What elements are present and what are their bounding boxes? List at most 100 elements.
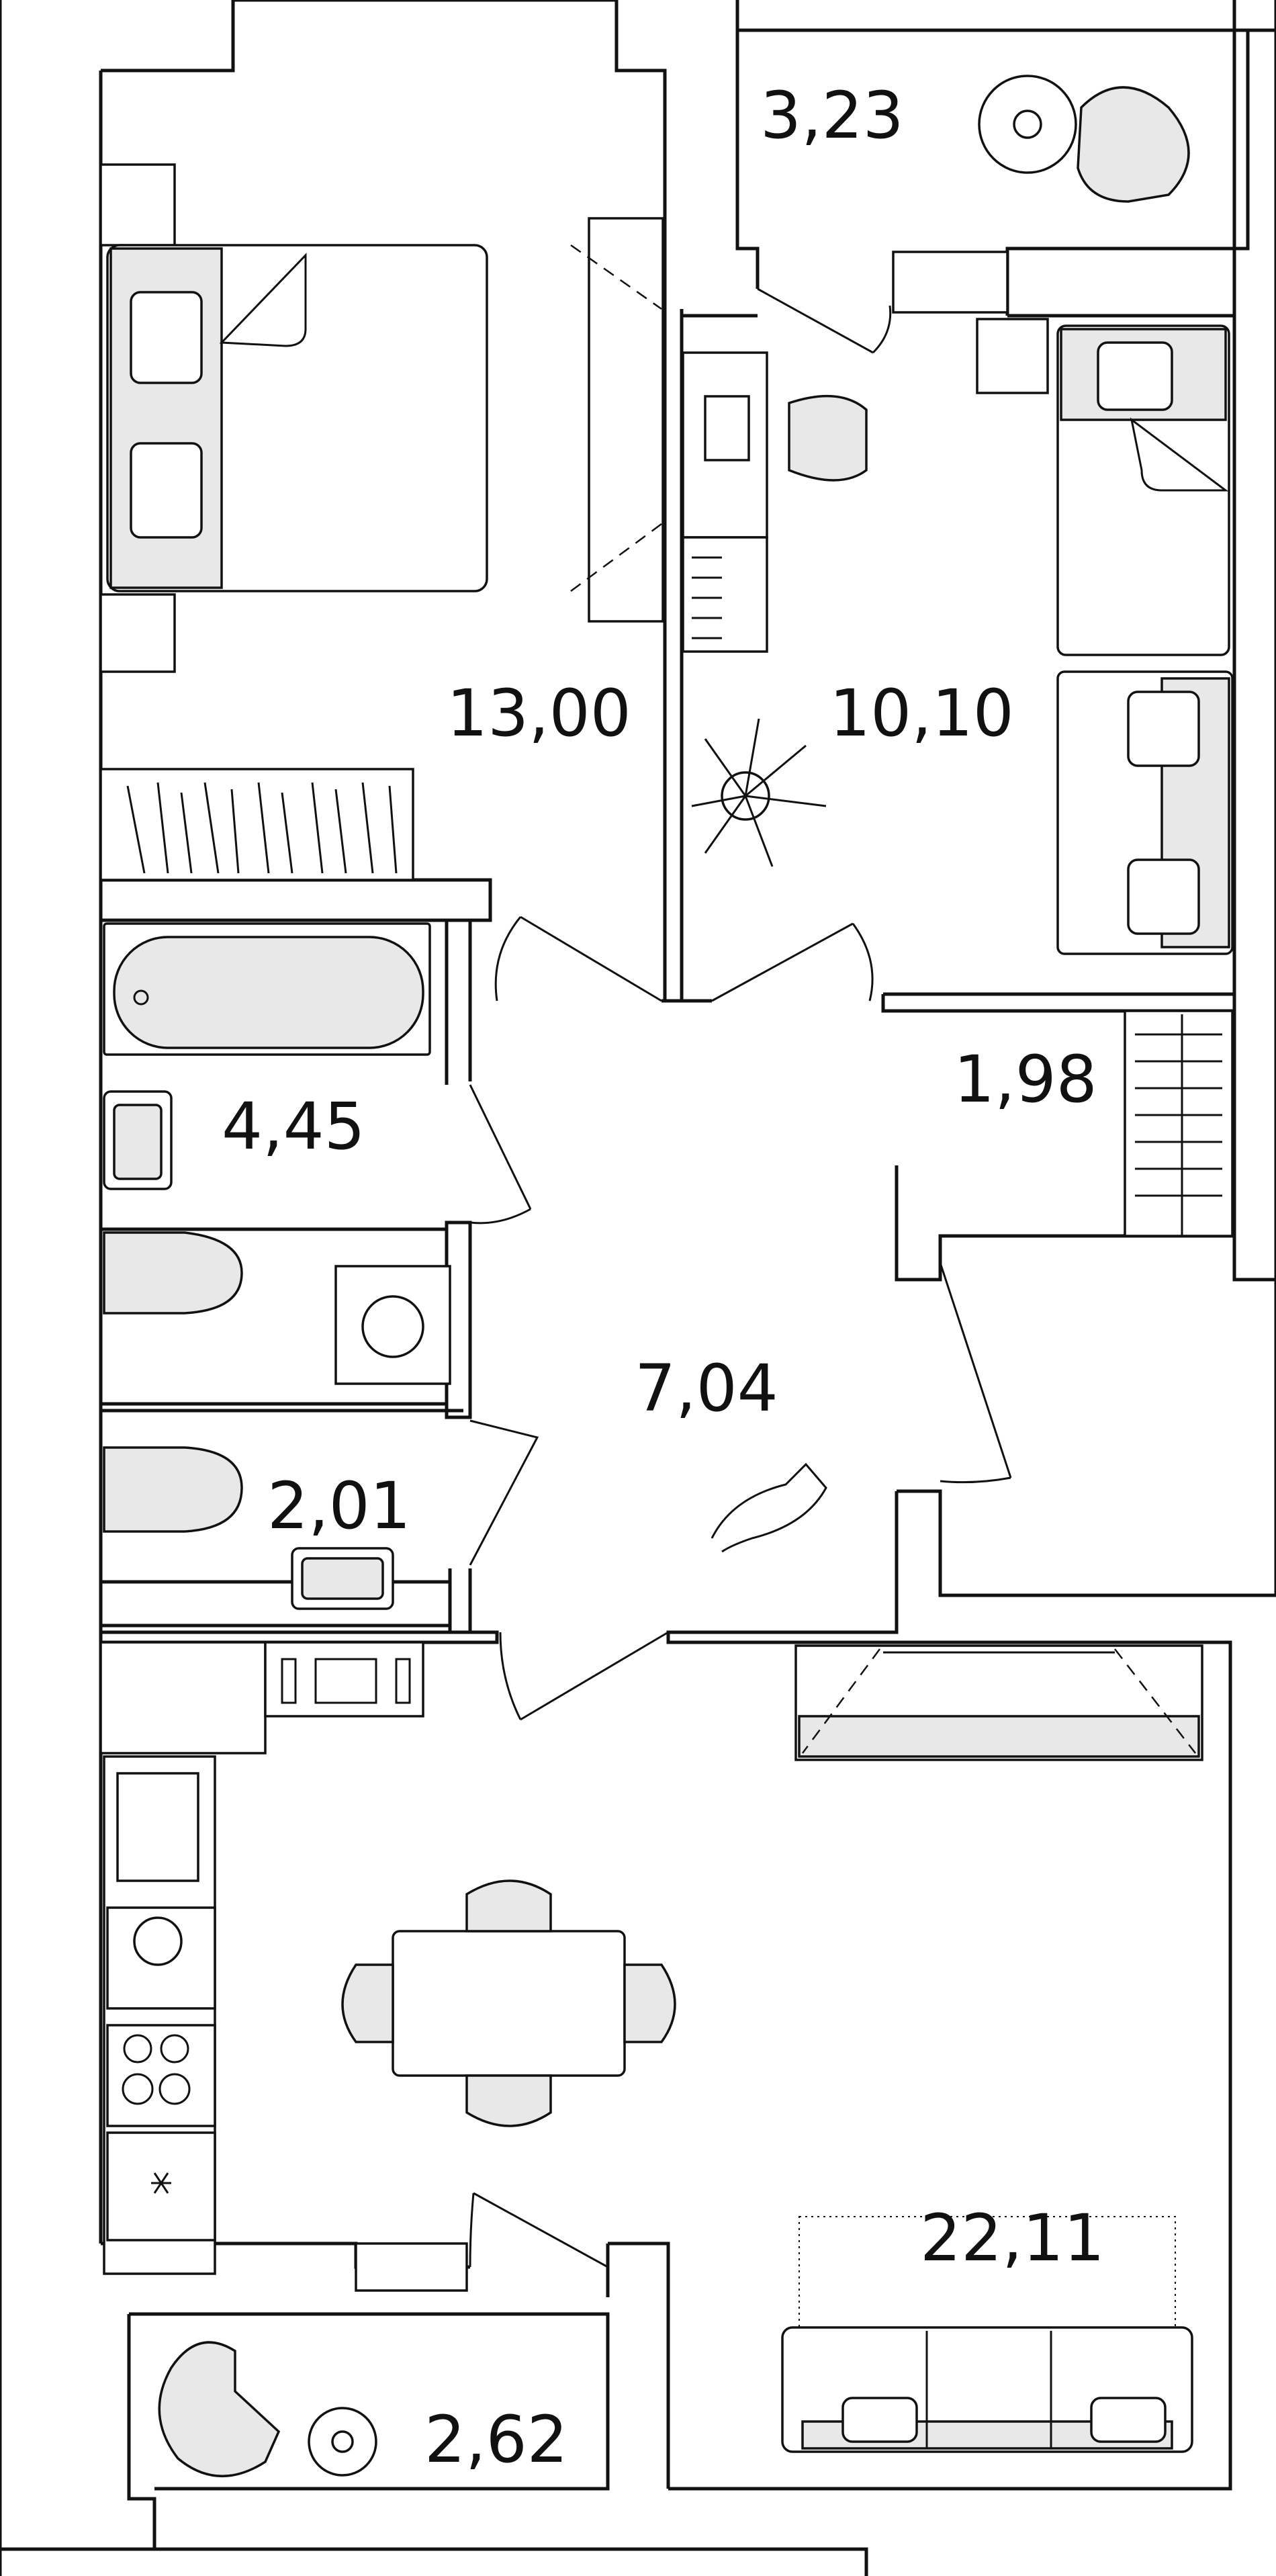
dresser-hatching (126, 782, 398, 874)
bed-blanket-fold (219, 253, 307, 347)
room-area-balcony-bottom: 2,62 (424, 2402, 568, 2477)
bathroom-toilet (103, 1231, 243, 1315)
bathtub-drain (133, 989, 149, 1006)
sofa-seat-dividers (925, 2331, 1052, 2448)
plant-icon (691, 718, 827, 867)
nightstand-top (99, 163, 176, 247)
cat-icon (711, 1462, 827, 1553)
armchair-icon (158, 2341, 281, 2478)
pillow-icon (1097, 341, 1173, 411)
pan-icon (133, 1916, 183, 1966)
bookshelf-rows (692, 556, 722, 639)
wc-sink-basin (301, 1557, 384, 1600)
stove-icon (106, 2024, 216, 2127)
window-jambs-top (231, 0, 619, 71)
bath-right-wall (445, 920, 472, 1085)
washing-machine-drum (361, 1295, 424, 1358)
storage-shelf-lines (1135, 1014, 1222, 1236)
bath-sink-basin (113, 1104, 163, 1180)
doors (469, 287, 1012, 2268)
storage-wall (895, 1165, 1276, 1282)
wardrobe (588, 217, 664, 623)
tv-console-swing (801, 1648, 1196, 1754)
living-kitchen-furniture (103, 1644, 1203, 2453)
cushion-icon (1127, 858, 1200, 935)
room-labels: 13,00 3,23 10,10 4,45 1,98 7,04 2,01 22,… (222, 78, 1105, 2477)
armchair-icon (1077, 86, 1190, 203)
door-kids (711, 922, 874, 1002)
cushion-icon (1127, 691, 1200, 767)
laptop-icon (704, 395, 750, 461)
room-area-bathroom: 4,45 (222, 1089, 365, 1164)
door-toilet (469, 1419, 539, 1566)
storage-shelving (1124, 1010, 1234, 1237)
balcony-top-window-block (892, 251, 1009, 314)
bathroom-fixtures (103, 922, 451, 1385)
shoe-cabinet-compartments (281, 1658, 411, 1704)
room-area-bedroom: 13,00 (447, 676, 631, 751)
bathtub-basin (113, 936, 424, 1049)
pillow-icon (130, 291, 203, 384)
toilet-right (448, 1568, 472, 1632)
balcony-bottom-right-top (608, 2241, 670, 2489)
hallway-items (264, 1462, 827, 1718)
dining-chair-left (341, 1963, 394, 2043)
dresser (99, 768, 414, 881)
balcony-bottom-outer (0, 2314, 868, 2576)
tv-console-shelf (798, 1715, 1200, 1758)
hall-right-bottom (666, 1491, 899, 1644)
kids-bottom-wall (662, 992, 1234, 1003)
door-bathroom (469, 1084, 532, 1225)
room-area-hallway: 7,04 (635, 1351, 778, 1426)
door-storage (939, 1262, 1012, 1484)
hall-right-step (897, 1489, 1276, 1597)
pillow-icon (130, 442, 203, 539)
shoe-cabinet (264, 1641, 424, 1718)
right-outer (1232, 0, 1276, 1595)
room-area-toilet: 2,01 (267, 1468, 411, 1544)
room-area-balcony-top: 3,23 (760, 78, 904, 153)
single-bed-blanket (1130, 417, 1229, 492)
nightstand-bottom (99, 593, 176, 673)
kitchen-column (99, 1641, 267, 1755)
balcony-bottom-frame (129, 2312, 610, 2491)
snowflake-icon (151, 2172, 171, 2194)
door-balcony-bottom (469, 2192, 608, 2268)
dining-table (392, 1930, 626, 2077)
side-table-center (331, 2430, 354, 2453)
wardrobe-door-swing (570, 244, 662, 592)
kids-bottom-wall-2 (881, 994, 1234, 1013)
desk-chair-icon (788, 394, 868, 482)
side-table-center (1013, 109, 1042, 139)
room-area-living-kitchen: 22,11 (920, 2201, 1105, 2276)
balcony-bottom-furniture (158, 2341, 377, 2478)
bedroom-furniture (99, 163, 664, 881)
living-right (668, 1640, 1232, 2491)
kids-column (976, 318, 1049, 394)
kitchen-sink-icon (116, 1772, 199, 1882)
cushion-icon (841, 2397, 918, 2443)
toilet-bottom (101, 1580, 452, 1628)
bookshelf (682, 536, 768, 653)
door-bedroom (494, 916, 662, 1002)
storage-shelf (1124, 1010, 1234, 1237)
fridge (106, 2131, 216, 2241)
bedroom-bathroom-wall (99, 878, 492, 922)
balcony-top-furniture (978, 75, 1190, 203)
kitchen-top-wall (101, 1630, 499, 1644)
room-area-kids-room: 10,10 (829, 676, 1014, 751)
balcony-top-left-wall (735, 0, 760, 289)
toilet-fixtures (103, 1446, 394, 1610)
bedroom-kids-partition (663, 309, 684, 1001)
bath-toilet-wall (101, 1227, 463, 1413)
dining-chair-right (623, 1963, 676, 2043)
balcony-bottom-window (355, 2242, 468, 2292)
kids-furniture (682, 324, 1234, 955)
room-area-storage: 1,98 (954, 1042, 1097, 1117)
dining-chair-bottom (465, 2074, 552, 2127)
door-balcony-top (757, 287, 892, 354)
cushion-icon (1090, 2397, 1167, 2443)
door-entrance (499, 1631, 669, 1721)
dining-chair-top (465, 1879, 552, 1933)
